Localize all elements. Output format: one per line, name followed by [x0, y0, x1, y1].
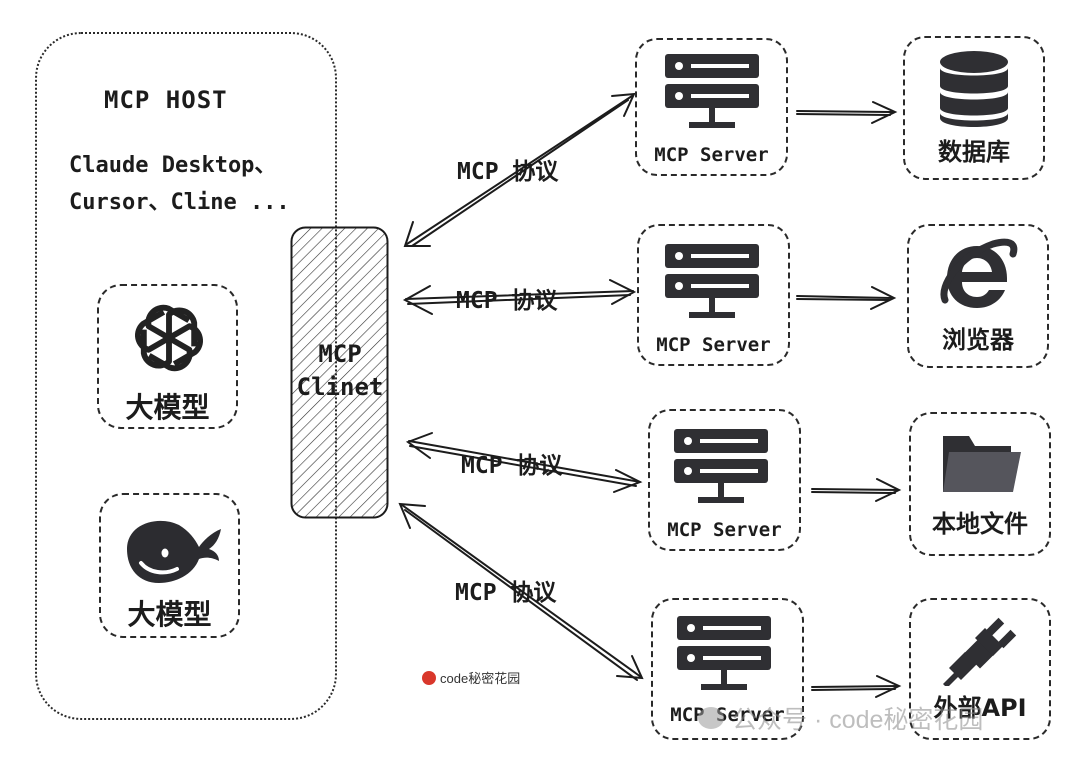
server-rack-icon: [665, 54, 759, 128]
mcp-server-card-2: MCP Server: [637, 224, 790, 366]
watermark-small-text: code秘密花园: [440, 671, 521, 686]
host-title: MCP HOST: [104, 86, 228, 114]
arrow-server-3-files: [811, 478, 902, 502]
resource-card-browser: 浏览器: [907, 224, 1049, 368]
internet-explorer-icon: [940, 238, 1018, 308]
server-label-1: MCP Server: [654, 144, 769, 166]
mcp-server-card-1: MCP Server: [635, 38, 788, 176]
arrow-client-server-3: [405, 432, 643, 493]
host-apps-line2: Cursor、Cline ...: [69, 190, 290, 215]
mcp-server-card-4: MCP Server: [651, 598, 804, 740]
wechat-logo-icon: [698, 707, 724, 729]
mcp-client-label-line2: Clinet: [296, 373, 384, 401]
model-card-openai: 大模型: [97, 284, 238, 429]
arrow-server-4-api: [811, 675, 902, 698]
server-rack-icon: [665, 244, 759, 318]
arrow-client-server-4: [398, 502, 644, 681]
arrow-client-server-2: [402, 279, 637, 315]
resource-label-database: 数据库: [938, 138, 1010, 166]
server-rack-icon: [677, 616, 771, 690]
folder-icon: [943, 436, 1021, 492]
host-apps-line1: Claude Desktop、: [69, 153, 277, 178]
resource-card-database: 数据库: [903, 36, 1045, 180]
server-label-3: MCP Server: [667, 519, 782, 541]
model-label-openai: 大模型: [125, 391, 210, 424]
arrow-server-1-database: [796, 101, 898, 124]
plug-icon: [943, 617, 1017, 686]
protocol-label-3: MCP 协议: [461, 453, 563, 479]
wechat-badge-icon: [422, 670, 436, 685]
mcp-client-box: [290, 226, 389, 519]
resource-label-browser: 浏览器: [942, 326, 1014, 354]
mcp-server-card-3: MCP Server: [648, 409, 801, 551]
deepseek-whale-icon: [127, 520, 221, 583]
watermark-small: code秘密花园: [422, 668, 520, 687]
resource-label-files: 本地文件: [932, 510, 1028, 538]
openai-logo-icon: [135, 304, 203, 372]
resource-card-files: 本地文件: [909, 412, 1051, 556]
watermark-large: 公众号 · code秘密花园: [698, 700, 983, 736]
protocol-label-4: MCP 协议: [455, 580, 557, 606]
protocol-label-2: MCP 协议: [456, 288, 558, 314]
arrow-client-server-1: [403, 92, 636, 247]
resource-card-api: 外部API: [909, 598, 1051, 740]
database-icon: [940, 51, 1008, 127]
protocol-label-1: MCP 协议: [457, 159, 559, 185]
watermark-large-text: 公众号 · code秘密花园: [732, 706, 984, 734]
server-label-2: MCP Server: [656, 334, 771, 356]
server-rack-icon: [674, 429, 768, 503]
resource-label-api: 外部API: [933, 694, 1027, 722]
model-label-deepseek: 大模型: [127, 598, 212, 631]
mcp-client-label-line1: MCP: [318, 340, 362, 368]
arrow-server-2-browser: [796, 286, 897, 310]
model-card-deepseek: 大模型: [99, 493, 240, 638]
